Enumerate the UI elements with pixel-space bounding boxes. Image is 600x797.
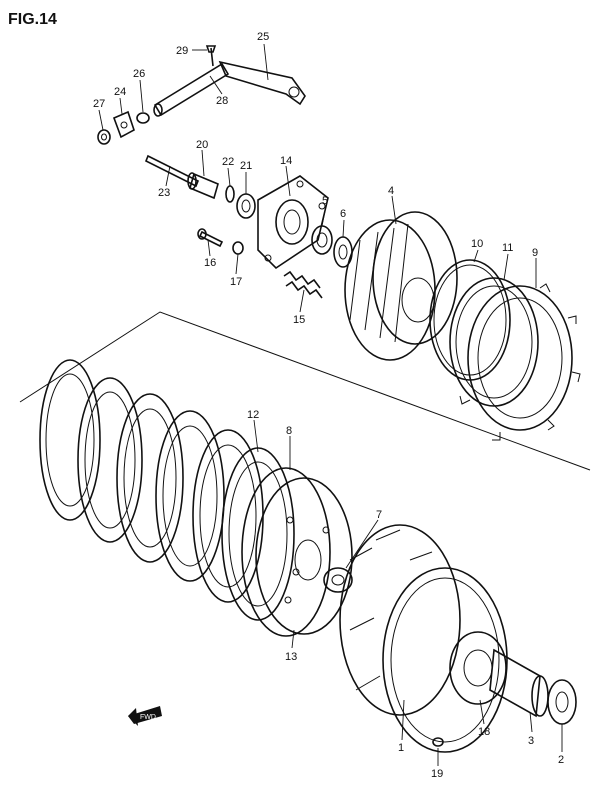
leader-lines [98, 43, 563, 766]
callout-23: 23 [158, 187, 170, 199]
callout-4: 4 [388, 185, 394, 197]
callout-9: 9 [532, 247, 538, 259]
callout-19: 19 [431, 768, 443, 780]
callout-17: 17 [230, 276, 242, 288]
callout-labels: 25 29 28 26 24 27 20 22 21 23 14 4 5 6 1… [93, 31, 564, 780]
clutch-housing-group [323, 524, 577, 753]
fwd-label: FWD [140, 714, 156, 721]
fwd-direction-marker: FWD [128, 706, 162, 726]
callout-13: 13 [285, 651, 297, 663]
callout-1: 1 [398, 742, 404, 754]
figure-title: FIG.14 [8, 11, 57, 28]
callout-14: 14 [280, 155, 292, 167]
callout-16: 16 [204, 257, 216, 269]
callout-21: 21 [240, 160, 252, 172]
clutch-plate-stack [39, 359, 353, 637]
callout-20: 20 [196, 139, 208, 151]
callout-11: 11 [502, 242, 513, 254]
release-lever-assembly [97, 45, 306, 145]
callout-5: 5 [322, 195, 328, 207]
callout-15: 15 [293, 314, 305, 326]
callout-3: 3 [528, 735, 534, 747]
callout-7: 7 [376, 509, 382, 521]
callout-12: 12 [247, 409, 259, 421]
callout-29: 29 [176, 45, 188, 57]
alignment-guide [19, 311, 591, 471]
callout-25: 25 [257, 31, 269, 43]
callout-26: 26 [133, 68, 145, 80]
callout-2: 2 [558, 754, 564, 766]
callout-28: 28 [216, 95, 228, 107]
pressure-plate-group [144, 154, 581, 441]
callout-18: 18 [478, 726, 490, 738]
callout-22: 22 [222, 156, 234, 168]
callout-24: 24 [114, 86, 126, 98]
callout-10: 10 [471, 238, 483, 250]
callout-6: 6 [340, 208, 346, 220]
callout-8: 8 [286, 425, 292, 437]
callout-27: 27 [93, 98, 105, 110]
